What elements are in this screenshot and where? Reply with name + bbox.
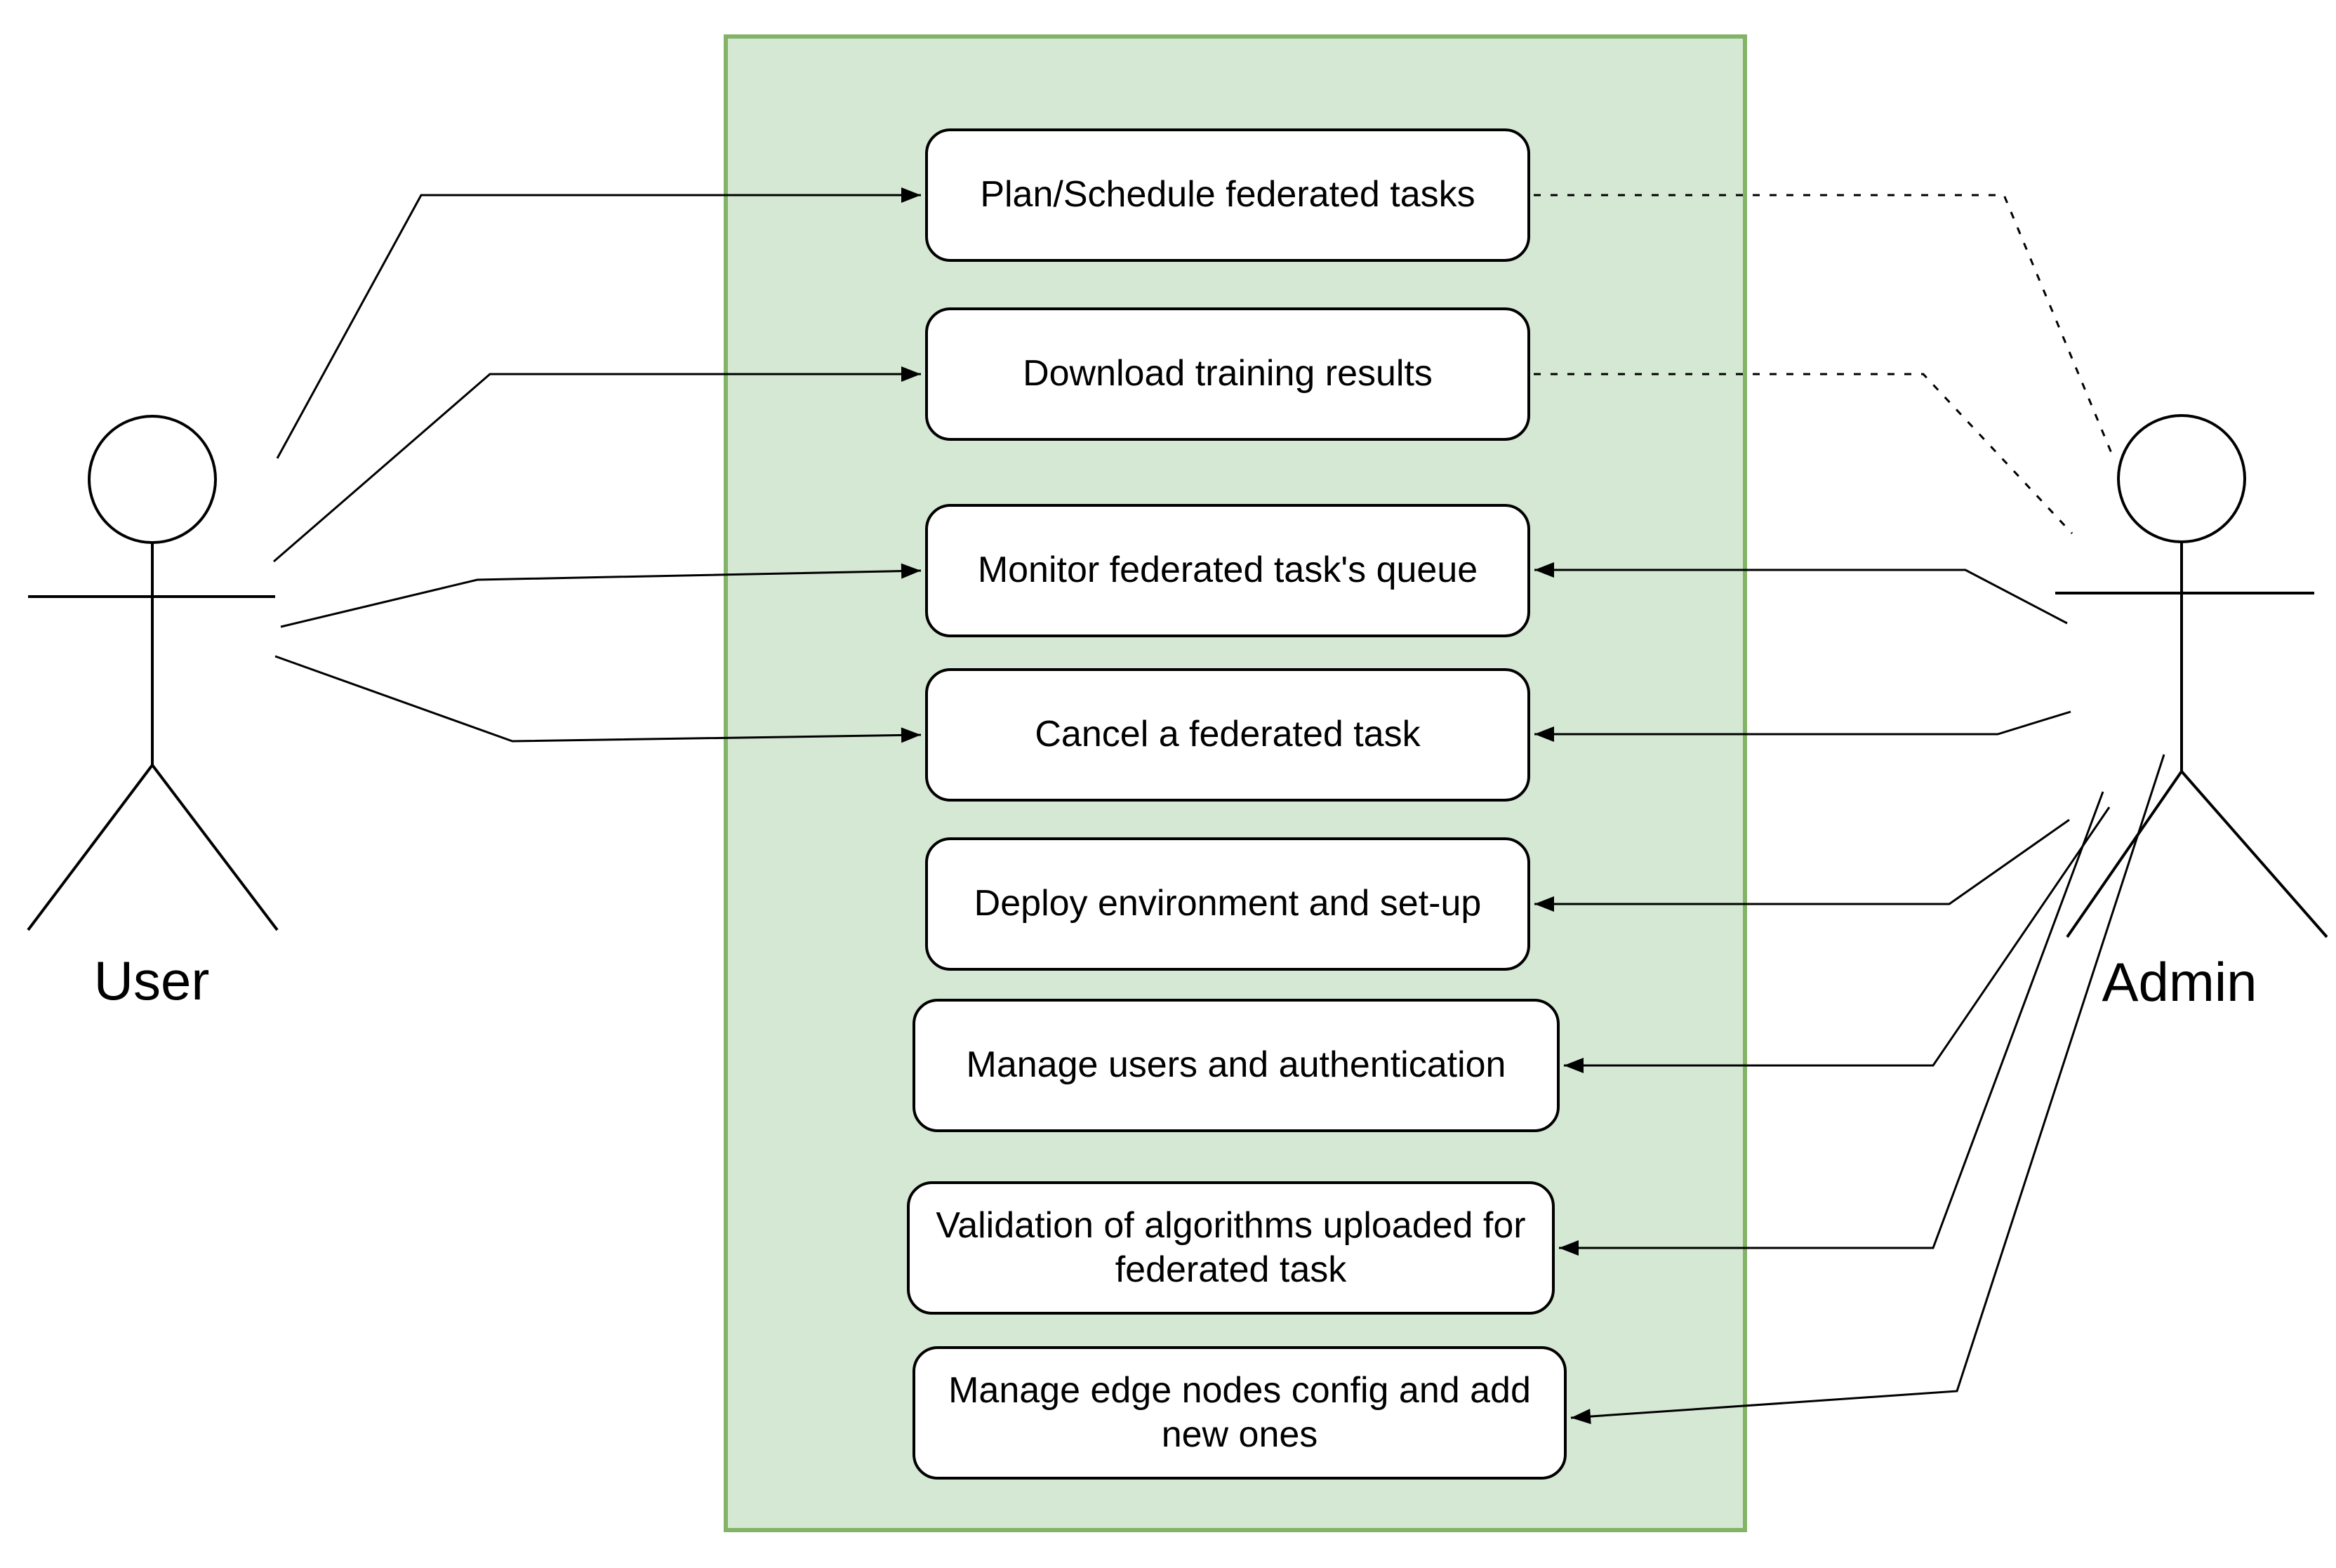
- usecase-validation-of-algorithms: Validation of algorithms uploaded for fe…: [907, 1181, 1555, 1315]
- dashed-line-plan-to-admin: [1534, 194, 2114, 457]
- usecase-cancel-federated-task: Cancel a federated task: [925, 668, 1530, 802]
- usecase-manage-edge-nodes: Manage edge nodes config and add new one…: [912, 1346, 1567, 1480]
- usecase-download-training-results: Download training results: [925, 307, 1530, 441]
- system-boundary-border: [724, 34, 1747, 1532]
- usecase-manage-users-authentication: Manage users and authentication: [912, 999, 1560, 1132]
- user-actor-icon: [27, 415, 279, 931]
- arrow-user-monitor: [280, 563, 922, 628]
- arrow-admin-validation: [1559, 791, 2104, 1256]
- usecase-deploy-environment-setup: Deploy environment and set-up: [925, 837, 1530, 971]
- dashed-line-download-to-admin: [1534, 373, 2073, 535]
- arrow-user-plan: [276, 187, 921, 459]
- arrow-user-cancel: [274, 655, 922, 743]
- arrow-admin-deploy: [1534, 818, 2070, 912]
- usecase-monitor-federated-task-queue: Monitor federated task's queue: [925, 504, 1530, 637]
- user-actor-label: User: [93, 950, 210, 1011]
- arrow-admin-users: [1564, 806, 2111, 1073]
- admin-actor-label: Admin: [2102, 951, 2257, 1013]
- admin-actor-icon: [2055, 414, 2328, 938]
- usecase-plan-schedule-federated-tasks: Plan/Schedule federated tasks: [925, 128, 1530, 262]
- arrow-admin-cancel: [1534, 710, 2071, 742]
- arrow-user-download: [273, 366, 921, 563]
- arrow-admin-edgenodes: [1570, 754, 2165, 1425]
- arrow-admin-monitor: [1534, 562, 2068, 625]
